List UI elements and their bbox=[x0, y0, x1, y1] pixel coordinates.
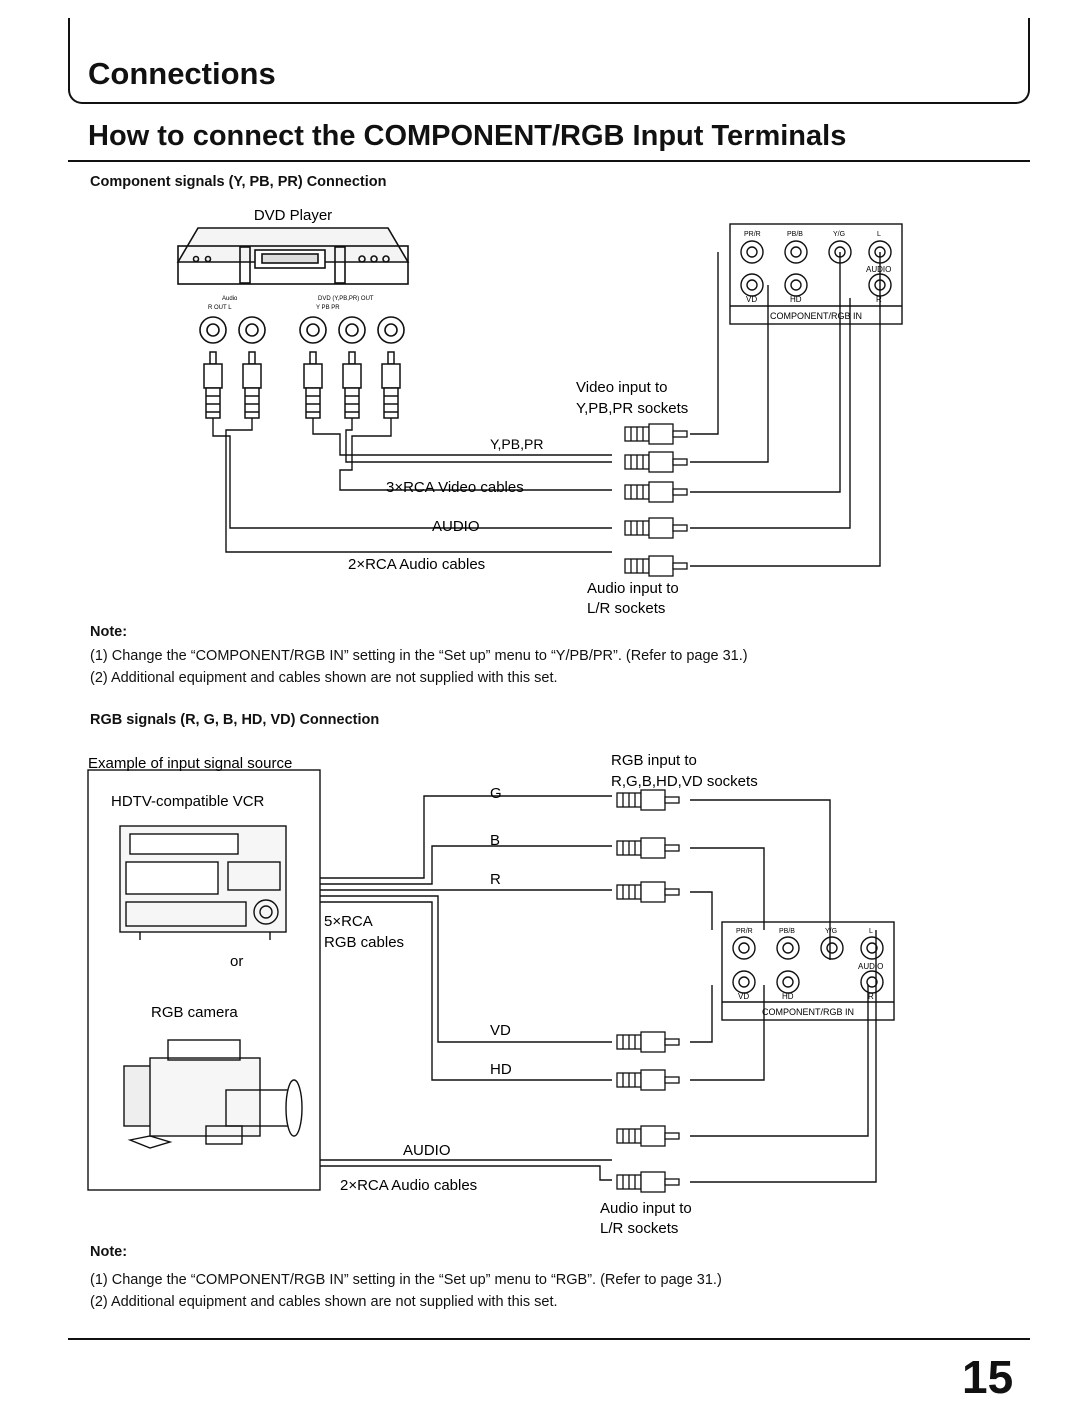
component-subheading: Component signals (Y, PB, PR) Connection bbox=[90, 174, 387, 190]
video-input-label-2: Y,PB,PR sockets bbox=[576, 400, 688, 417]
section-title: Connections bbox=[88, 56, 276, 91]
component-horizontal-plugs bbox=[624, 423, 688, 577]
page-number: 15 bbox=[962, 1351, 1014, 1403]
example-source-label: Example of input signal source bbox=[88, 755, 292, 772]
audio-input-label-1: Audio input to bbox=[587, 580, 679, 597]
dvd-audio-label: Audio bbox=[222, 296, 238, 302]
source-box bbox=[87, 769, 321, 1191]
panel-audio-label: AUDIO bbox=[866, 265, 891, 274]
panel2-title: COMPONENT/RGB IN bbox=[762, 1007, 854, 1017]
panel2-y-g-label: Y/G bbox=[825, 928, 837, 935]
dvd-player-illustration bbox=[176, 227, 410, 285]
panel-y-g-label: Y/G bbox=[833, 231, 845, 238]
rgb-audio-input-label-1: Audio input to bbox=[600, 1200, 692, 1217]
panel-l-label: L bbox=[877, 231, 881, 238]
video-input-label-1: Video input to bbox=[576, 379, 667, 396]
component-audio-cables-label: 2×RCA Audio cables bbox=[348, 556, 485, 573]
component-cables bbox=[212, 252, 881, 567]
dvd-player-label: DVD Player bbox=[254, 207, 332, 224]
panel2-r-label: R bbox=[868, 992, 874, 1001]
component-audio-label: AUDIO bbox=[432, 518, 480, 535]
component-note-1: (1) Change the “COMPONENT/RGB IN” settin… bbox=[90, 648, 748, 664]
rgb-cables-label-2: RGB cables bbox=[324, 934, 404, 951]
video-cables-label: 3×RCA Video cables bbox=[386, 479, 524, 496]
rgb-cables-label-1: 5×RCA bbox=[324, 913, 373, 930]
rgb-note-1: (1) Change the “COMPONENT/RGB IN” settin… bbox=[90, 1272, 722, 1288]
rgb-subheading: RGB signals (R, G, B, HD, VD) Connection bbox=[90, 712, 380, 728]
vcr-label: HDTV-compatible VCR bbox=[111, 793, 265, 810]
panel2-l-label: L bbox=[869, 928, 873, 935]
panel-pr-r-label: PR/R bbox=[744, 231, 761, 238]
vcr-illustration bbox=[119, 825, 287, 940]
camera-label: RGB camera bbox=[151, 1004, 238, 1021]
component-note-2: (2) Additional equipment and cables show… bbox=[90, 670, 558, 686]
dvd-component-out-label: DVD (Y,PB,PR) OUT bbox=[318, 296, 374, 302]
audio-input-label-2: L/R sockets bbox=[587, 600, 665, 617]
section-frame bbox=[68, 18, 1030, 104]
input-panel-bottom bbox=[721, 921, 895, 1021]
dvd-component-pins-label: Y PB PR bbox=[316, 305, 340, 311]
panel-vd-label: VD bbox=[746, 295, 757, 304]
dvd-audio-out-label: R OUT L bbox=[208, 305, 232, 311]
r-label: R bbox=[490, 871, 501, 888]
panel2-pr-r-label: PR/R bbox=[736, 928, 753, 935]
rgb-audio-cables-label: 2×RCA Audio cables bbox=[340, 1177, 477, 1194]
panel-title: COMPONENT/RGB IN bbox=[770, 311, 862, 321]
vd-label: VD bbox=[490, 1022, 511, 1039]
rgb-note-heading: Note: bbox=[90, 1244, 128, 1260]
ypbpr-label: Y,PB,PR bbox=[490, 436, 543, 452]
component-note-heading: Note: bbox=[90, 624, 128, 640]
hd-label: HD bbox=[490, 1061, 512, 1078]
dvd-cable-plugs bbox=[203, 351, 401, 419]
rgb-note-2: (2) Additional equipment and cables show… bbox=[90, 1294, 558, 1310]
page-heading: How to connect the COMPONENT/RGB Input T… bbox=[88, 120, 847, 152]
rgb-audio-label: AUDIO bbox=[403, 1142, 451, 1159]
rgb-horizontal-plugs bbox=[616, 789, 680, 1193]
rgb-audio-input-label-2: L/R sockets bbox=[600, 1220, 678, 1237]
rgb-cables bbox=[320, 795, 877, 1183]
panel2-vd-label: VD bbox=[738, 992, 749, 1001]
footer-rule bbox=[68, 1338, 1030, 1340]
dvd-output-jacks bbox=[199, 316, 405, 344]
panel-pb-b-label: PB/B bbox=[787, 231, 803, 238]
panel2-audio-label: AUDIO bbox=[858, 962, 883, 971]
camera-illustration bbox=[123, 1039, 303, 1149]
panel2-hd-label: HD bbox=[782, 992, 794, 1001]
heading-rule bbox=[68, 160, 1030, 162]
or-label: or bbox=[230, 953, 243, 970]
b-label: B bbox=[490, 832, 500, 849]
rgb-input-label-2: R,G,B,HD,VD sockets bbox=[611, 773, 758, 790]
panel-r-label: R bbox=[876, 295, 882, 304]
panel-hd-label: HD bbox=[790, 295, 802, 304]
rgb-input-label-1: RGB input to bbox=[611, 752, 697, 769]
input-panel-top bbox=[729, 223, 903, 325]
panel2-pb-b-label: PB/B bbox=[779, 928, 795, 935]
g-label: G bbox=[490, 785, 502, 802]
